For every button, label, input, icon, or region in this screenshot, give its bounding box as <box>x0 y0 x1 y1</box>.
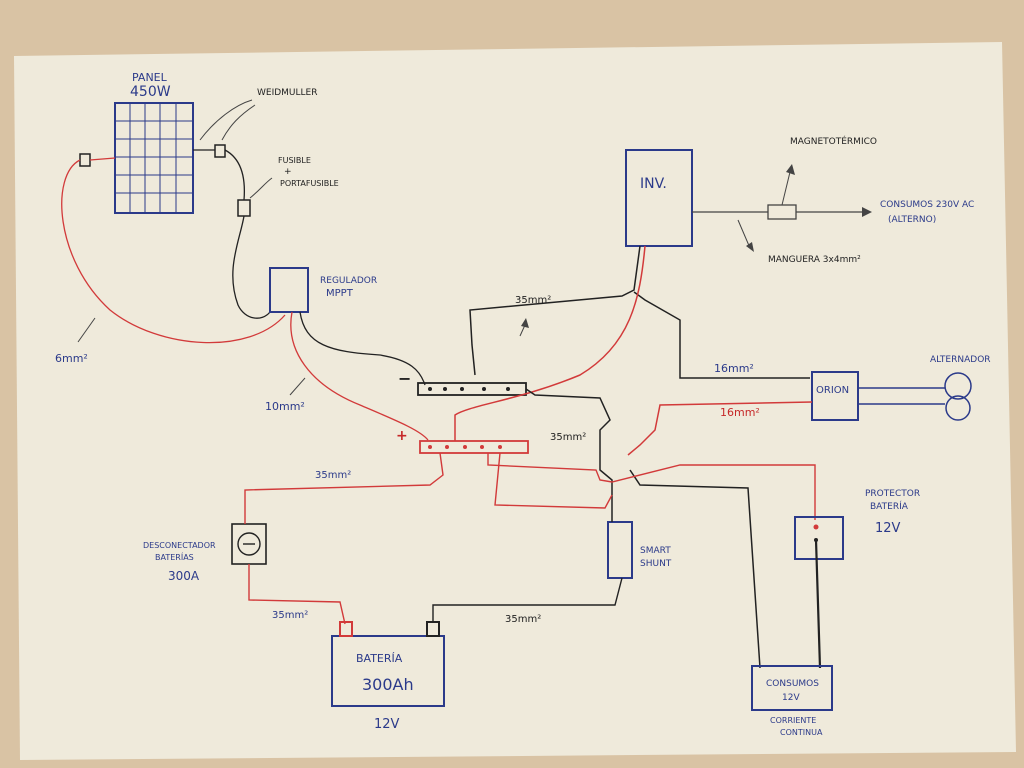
consumos-dc-box <box>751 665 833 711</box>
wire-35mm-batt-right-label: 35mm² <box>505 614 541 625</box>
protector-bateria-label: BATERÍA <box>870 500 909 512</box>
portafusible-label: PORTAFUSIBLE <box>280 179 339 188</box>
wire-35mm-top-label: 35mm² <box>515 295 551 306</box>
shunt-label: SHUNT <box>640 559 672 569</box>
positive-bus-bar <box>419 440 529 454</box>
orion-positive-wire <box>627 401 813 456</box>
paper-sheet <box>14 42 1016 760</box>
consumos-dc-12v-label: 12V <box>782 693 800 703</box>
mppt-label: MPPT <box>326 288 354 299</box>
weidmuller-connector-right <box>214 144 226 158</box>
manguera-label: MANGUERA 3x4mm² <box>768 255 861 265</box>
wire-6mm-label: 6mm² <box>55 352 88 365</box>
wire-16mm-top-label: 16mm² <box>714 362 754 375</box>
alternador-label: ALTERNADOR <box>930 355 991 365</box>
continua-label: CONTINUA <box>780 728 823 737</box>
desconectador-300a-label: 300A <box>168 569 200 583</box>
battery-protector-box <box>794 516 844 560</box>
negative-bus-symbol: − <box>398 369 411 388</box>
consumos-ac-label: CONSUMOS 230V AC <box>880 200 974 210</box>
bateria-voltage-label: 12V <box>374 717 400 732</box>
panel-title-label: PANEL <box>132 71 168 84</box>
consumos-negative-wire <box>629 469 761 669</box>
ac-output-arrow <box>862 207 872 217</box>
orion-label: ORION <box>816 385 849 396</box>
wire-16mm-bottom-label: 16mm² <box>720 406 760 419</box>
protector-label: PROTECTOR <box>865 489 920 499</box>
bateria-label: BATERÍA <box>356 652 403 665</box>
mppt-negative-wire <box>299 311 426 386</box>
wire-10mm-label: 10mm² <box>265 400 305 413</box>
protector-positive-wire <box>487 453 816 520</box>
battery-negative-wire <box>432 577 623 622</box>
positive-loop-wire <box>494 452 613 509</box>
consumos-dc-label: CONSUMOS <box>766 679 819 689</box>
desconectador-label: DESCONECTADOR <box>143 541 216 550</box>
panel-power-label: 450W <box>130 84 171 100</box>
alterno-label: (ALTERNO) <box>888 215 936 225</box>
protector-12v-label: 12V <box>875 521 901 536</box>
inverter-label: INV. <box>640 176 667 192</box>
regulador-label: REGULADOR <box>320 276 377 286</box>
battery-positive-terminal <box>339 621 353 637</box>
wire-35mm-batt-left-label: 35mm² <box>272 610 308 621</box>
weidmuller-label: WEIDMULLER <box>257 88 318 98</box>
panel-positive-wire <box>61 159 286 344</box>
protector-to-consumos-wire <box>814 539 822 669</box>
panel-negative-wire <box>232 215 271 319</box>
orion-negative-wire <box>633 291 810 379</box>
desconectador-baterias-label: BATERÍAS <box>155 551 194 562</box>
fusible-plus-label: + <box>284 167 292 177</box>
inverter-box <box>625 149 693 247</box>
battery-positive-wire <box>248 564 346 625</box>
mppt-regulator <box>269 267 309 313</box>
smart-label: SMART <box>640 546 671 556</box>
magnetotermico-label: MAGNETOTÉRMICO <box>790 135 877 147</box>
bateria-capacity-label: 300Ah <box>362 675 414 694</box>
smart-shunt-box <box>607 521 633 579</box>
alternator-symbol <box>944 372 972 421</box>
weidmuller-pointer <box>221 104 256 141</box>
inverter-negative-wire <box>469 245 641 376</box>
shunt-negative-wire <box>525 388 613 522</box>
mppt-positive-wire <box>290 311 429 441</box>
positive-bus-symbol: + <box>396 428 408 444</box>
battery-box <box>331 635 445 707</box>
disconnect-input-wire <box>244 452 444 524</box>
wire-35mm-left-label: 35mm² <box>315 470 351 481</box>
orion-box <box>811 371 859 421</box>
fusible-label: FUSIBLE <box>278 156 311 165</box>
corriente-label: CORRIENTE <box>770 716 816 725</box>
inverter-positive-wire <box>454 245 646 441</box>
wire-35mm-mid-label: 35mm² <box>550 432 586 443</box>
